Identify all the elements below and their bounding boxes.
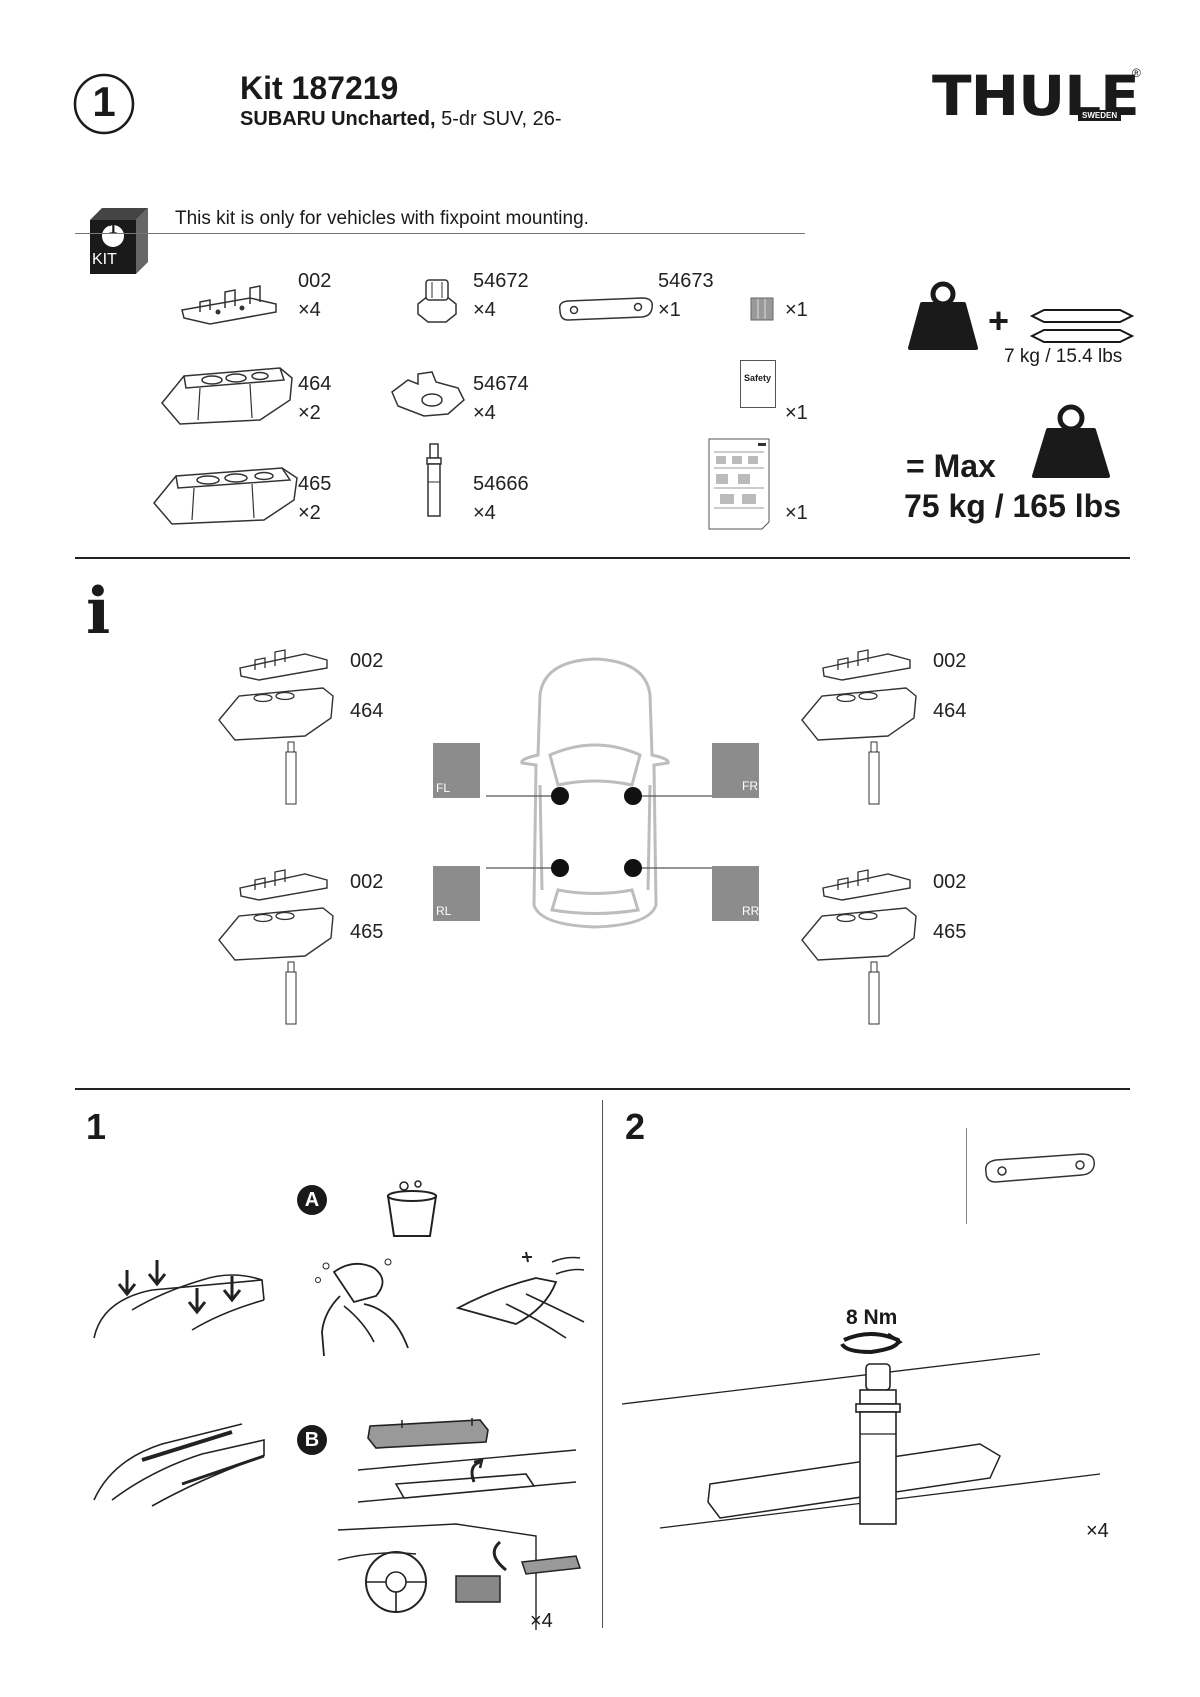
- part-code: 54673: [658, 270, 714, 292]
- bucket-icon: [386, 1180, 438, 1237]
- substep-b-badge: [297, 1425, 327, 1455]
- front-right-pad-code: 464: [933, 700, 967, 722]
- assembly-front-right: [801, 649, 917, 805]
- roof-clean-arrows-illustration: [93, 1260, 265, 1339]
- part-code: 54674: [473, 373, 529, 395]
- bars-weight: 7 kg / 15.4 lbs: [1004, 346, 1123, 367]
- bolt-54666-illustration: [426, 443, 442, 517]
- rear-left-pad-code: 465: [350, 921, 384, 943]
- step2-number: 2: [625, 1106, 646, 1147]
- instructions-leaflet: [708, 438, 770, 530]
- rear-left-foot-code: 002: [350, 871, 384, 893]
- front-left-pad-code: 464: [350, 700, 384, 722]
- rear-right-foot-code: 002: [933, 871, 967, 893]
- part-qty: ×4: [298, 299, 321, 321]
- part-code: 464: [298, 373, 332, 395]
- kit-badge-number: 1: [108, 221, 118, 238]
- weight-small-icon: [908, 281, 978, 350]
- car-top-view: [520, 657, 670, 929]
- kit-title: Kit 187219: [240, 70, 399, 106]
- vehicle-line: SUBARU Uncharted, 5-dr SUV, 26-: [240, 108, 562, 131]
- position-label-rl: RL: [436, 904, 452, 918]
- assembly-rear-right: [801, 869, 917, 1025]
- section-divider: [75, 1088, 1130, 1090]
- pad-465-illustration: [153, 467, 298, 525]
- plate-inset-illustration: [984, 1153, 1095, 1183]
- small-key-illustration: [750, 297, 774, 321]
- brand-sub: SWEDEN: [1078, 110, 1122, 121]
- part-qty: ×4: [473, 299, 496, 321]
- brand-registered: ®: [1132, 66, 1141, 80]
- step2-qty: ×4: [1086, 1520, 1109, 1542]
- substep-a-badge: [297, 1185, 327, 1215]
- fixpoint-bolt-illustration: [621, 1353, 1101, 1529]
- part-qty: ×4: [473, 402, 496, 424]
- substep-a-label: A: [304, 1189, 320, 1211]
- step2-inset-divider: [966, 1128, 967, 1224]
- kit-notice: This kit is only for vehicles with fixpo…: [175, 208, 589, 229]
- part-code: 002: [298, 270, 332, 292]
- max-load: 75 kg / 165 lbs: [904, 488, 1122, 524]
- front-left-foot-code: 002: [350, 650, 384, 672]
- position-label-fl: FL: [436, 781, 451, 795]
- torque-rotate-icon: [840, 1332, 903, 1355]
- weight-large-icon: [1032, 404, 1110, 478]
- assembly-front-left: [218, 649, 334, 805]
- bracket-54674-illustration: [391, 371, 465, 417]
- part-qty: ×1: [785, 502, 808, 524]
- equals-max: = Max: [906, 448, 996, 484]
- safety-leaflet: Safety: [740, 360, 776, 408]
- part-qty: ×1: [785, 299, 808, 321]
- part-qty: ×4: [473, 502, 496, 524]
- part-code: 465: [298, 473, 332, 495]
- position-box-fl: FL: [433, 743, 480, 798]
- hand-sponge-illustration: [315, 1258, 409, 1357]
- vehicle-make: SUBARU Uncharted,: [240, 108, 436, 130]
- pad-464-illustration: [161, 367, 293, 425]
- vehicle-model: 5-dr SUV, 26-: [435, 108, 562, 130]
- front-right-foot-code: 002: [933, 650, 967, 672]
- roof-rails-illustration: [93, 1423, 265, 1507]
- position-label-fr: FR: [742, 779, 758, 793]
- part-qty: ×1: [785, 402, 808, 424]
- substep-b-label: B: [304, 1429, 320, 1451]
- steps-divider: [602, 1100, 603, 1628]
- torque-value: 8 Nm: [846, 1306, 898, 1329]
- plate-54673-illustration: [558, 297, 654, 321]
- info-icon: i: [86, 574, 111, 649]
- hand-wipe-illustration: [455, 1251, 585, 1339]
- section-divider: [75, 557, 1130, 559]
- roof-bars-icon: [1029, 309, 1135, 343]
- step-number: 1: [92, 78, 116, 125]
- foot-002-illustration: [181, 285, 277, 325]
- rear-right-pad-code: 465: [933, 921, 967, 943]
- plus-sign: +: [988, 300, 1010, 341]
- position-box-rl: RL: [433, 866, 480, 921]
- glovebox-storage-illustration: [337, 1523, 582, 1630]
- part-code: 54666: [473, 473, 529, 495]
- nut-54672-illustration: [417, 279, 457, 323]
- position-box-rr: RR: [712, 866, 759, 921]
- part-code: 54672: [473, 270, 529, 292]
- part-qty: ×1: [658, 299, 681, 321]
- position-box-fr: FR: [712, 743, 759, 798]
- step1-number: 1: [86, 1106, 107, 1147]
- step-number-circle: [73, 73, 135, 135]
- step1-qty: ×4: [530, 1610, 553, 1632]
- kit-badge-label: KIT: [92, 251, 117, 268]
- safety-leaflet-title: Safety: [744, 373, 772, 383]
- kit-notice-underline: [75, 233, 805, 234]
- part-qty: ×2: [298, 402, 321, 424]
- kit-box-icon: [90, 208, 148, 274]
- cover-removal-illustration: [357, 1418, 577, 1503]
- position-label-rr: RR: [742, 904, 760, 918]
- assembly-rear-left: [218, 869, 334, 1025]
- mount-points: [486, 787, 714, 877]
- part-qty: ×2: [298, 502, 321, 524]
- thule-logo: THULE SWEDEN ®: [932, 64, 1141, 129]
